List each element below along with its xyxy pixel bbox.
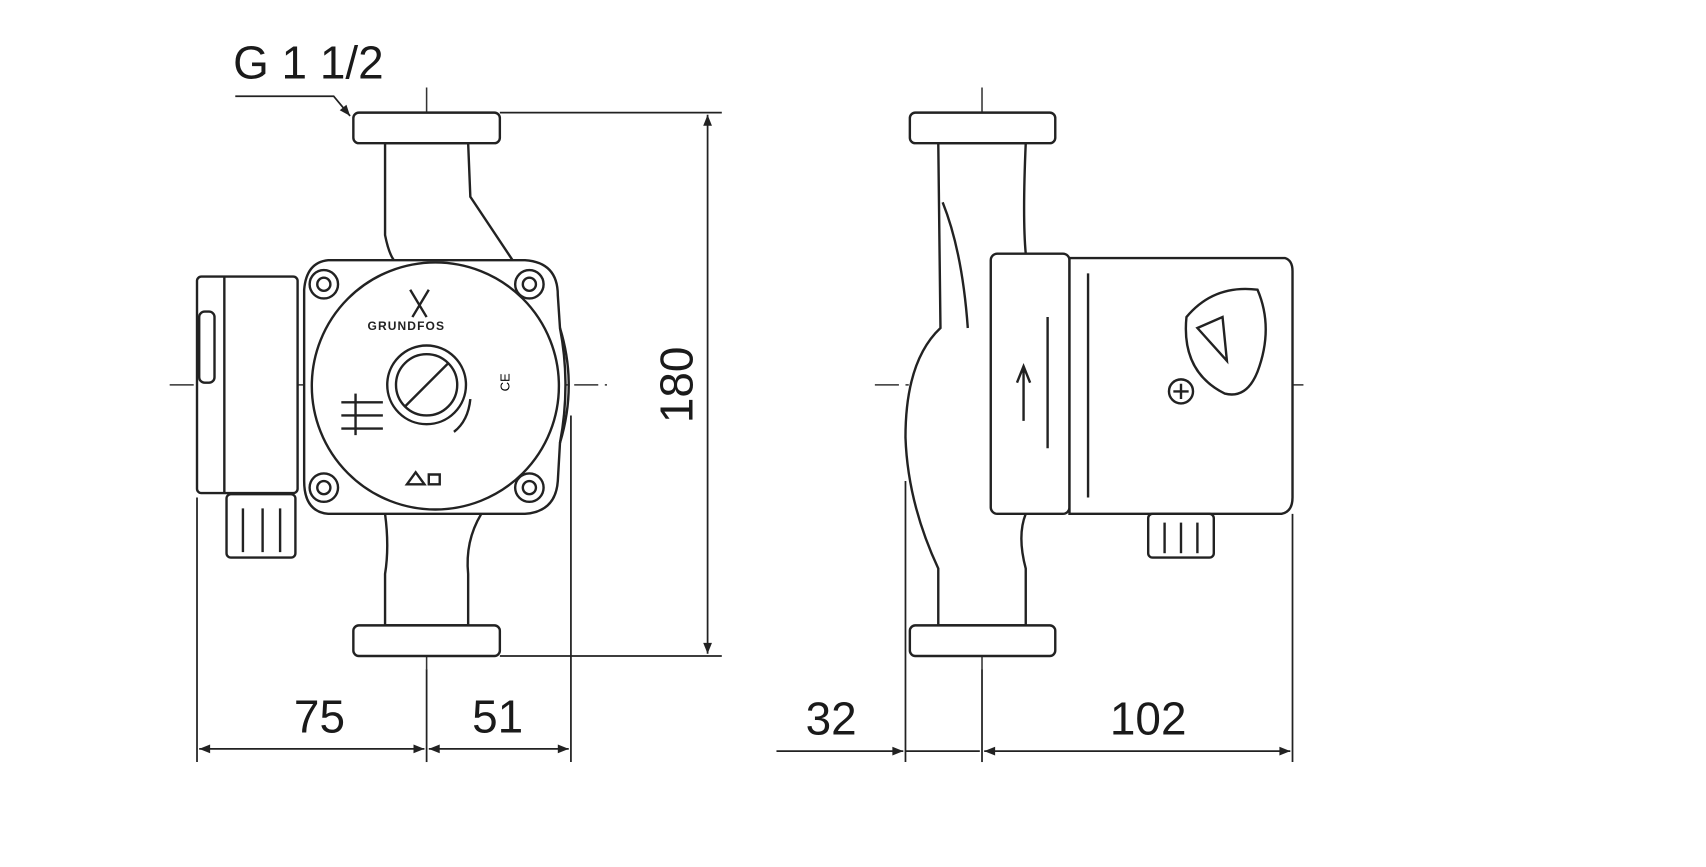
grundfos-logo: GRUNDFOS [368,289,446,333]
cable-gland [225,492,297,559]
rating-plate-lines [341,393,383,436]
terminal-box [195,275,299,495]
front-view: GRUNDFOS CE [169,87,608,670]
pump-housing [302,259,567,516]
ce-mark-icon: CE [498,373,513,391]
bottom-flange [352,624,502,658]
thread-label: G 1 1/2 [233,37,384,89]
vent-screw [386,344,468,426]
dimension-32: 32 [806,693,857,745]
rotation-arrow-icon [453,398,472,433]
flow-arrow-icon [1015,363,1032,421]
side-top-flange [908,111,1057,145]
height-dimension: 180 [650,347,702,424]
svg-text:GRUNDFOS: GRUNDFOS [368,319,446,333]
dimensions: G 1 1/2 180 75 51 32 102 [196,37,1294,763]
thread-leader-line [235,95,351,117]
terminal-clip [197,310,216,384]
side-mount-flange [989,252,1071,516]
side-view [874,87,1307,670]
dimension-102: 102 [1110,693,1187,745]
side-bottom-flange [908,624,1057,658]
bolt-icons [308,268,545,504]
bottom-pipe [383,512,484,627]
screw-icon [1167,378,1195,405]
top-flange [352,111,502,145]
motor-face [310,261,561,511]
dimension-51: 51 [472,691,523,743]
top-pipe [383,142,517,264]
warning-symbols-icon [404,470,441,486]
dimension-75: 75 [294,691,345,743]
